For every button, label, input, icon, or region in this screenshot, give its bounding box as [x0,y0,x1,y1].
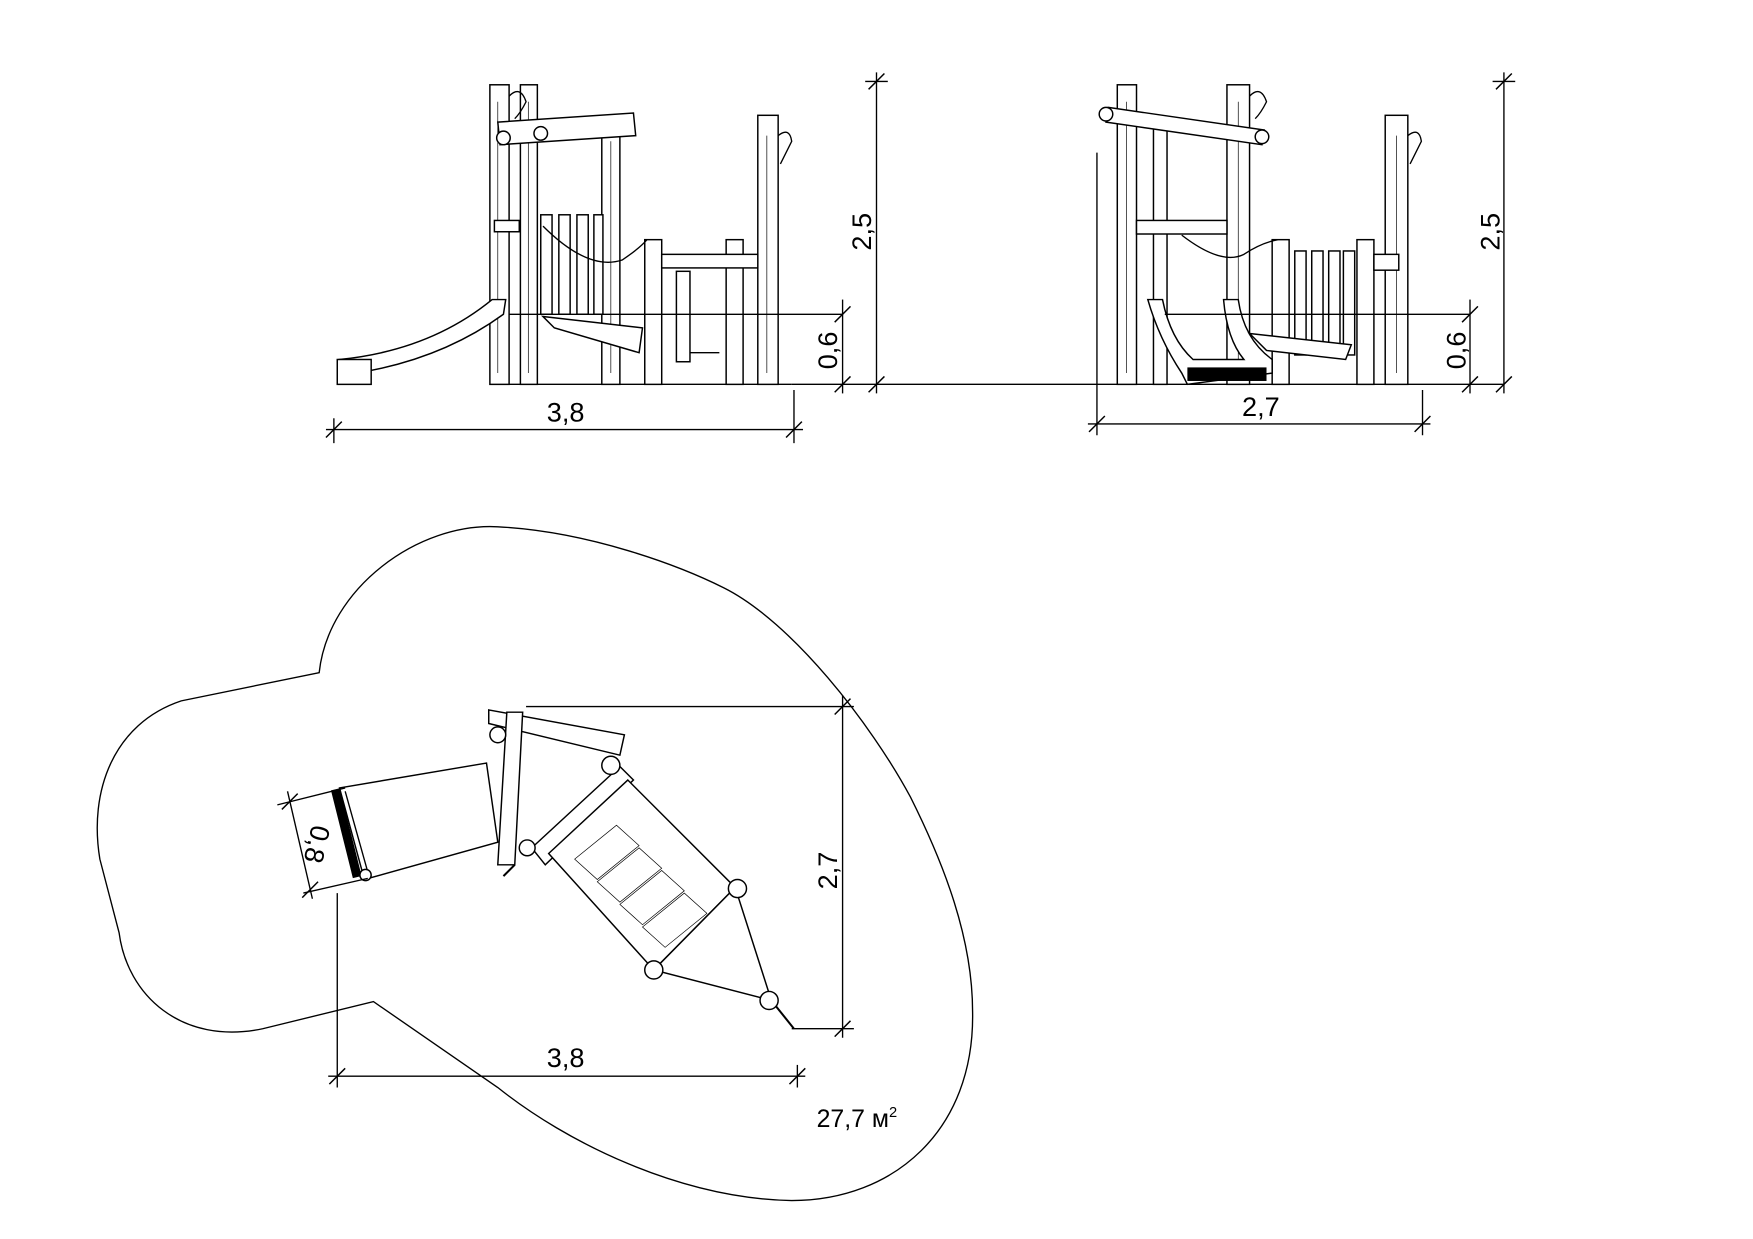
plan-width-label: 3,8 [547,1042,585,1073]
side-height-label: 2,5 [1474,213,1505,251]
bridge [1247,332,1353,361]
posts [489,84,779,386]
side-elevation [1096,84,1470,436]
plan-depth-label: 2,7 [812,852,843,890]
wall-panel [540,214,604,316]
area-label: 27,7 м2 [817,1105,898,1133]
deck-steps [574,824,708,948]
side-width-label: 2,7 [1242,391,1280,422]
plan-dimensions: 2,7 3,8 0,8 27,7 м2 [277,695,897,1133]
beam [530,765,635,866]
decor-figure [508,90,527,120]
plan-slide-width-label: 0,8 [298,822,337,866]
slide-plan [330,762,499,882]
front-elevation [336,84,843,386]
slide-exit [1187,367,1267,381]
safety-zone-outline [96,526,974,1202]
front-height-label: 2,5 [846,213,877,251]
side-dimensions: 2,7 0,6 2,5 [1087,72,1516,436]
plan-view [96,526,974,1202]
rope [1181,234,1278,258]
decor-figure [1407,131,1423,165]
front-width-label: 3,8 [547,397,585,428]
front-dimensions: 3,8 2,5 0,6 [325,72,1504,444]
fence-area [652,886,773,1002]
slide [337,298,507,374]
front-platform-height-label: 0,6 [812,332,843,370]
post-tops [489,726,779,1011]
bridge [541,315,644,354]
slide [1146,298,1273,386]
rope [542,225,648,263]
decor-figure [777,131,793,165]
decor-figure [1249,90,1268,120]
side-platform-height-label: 0,6 [1440,332,1471,370]
